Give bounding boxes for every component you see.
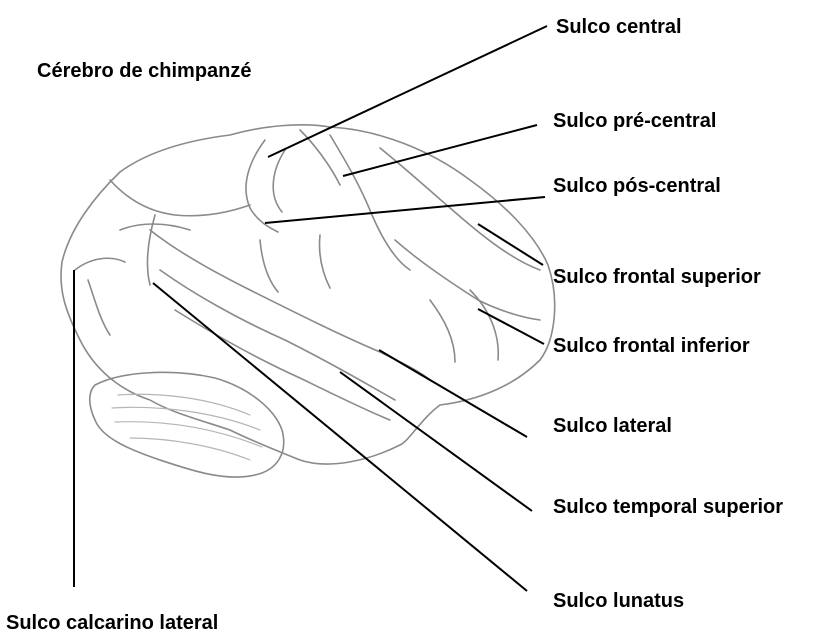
chimpanzee-brain-drawing <box>61 125 555 477</box>
leader-sulco-lateral <box>379 350 527 437</box>
label-sulco-lateral: Sulco lateral <box>553 415 672 437</box>
label-sulco-temporal-superior: Sulco temporal superior <box>553 496 783 518</box>
label-sulco-frontal-superior: Sulco frontal superior <box>553 266 761 288</box>
leader-sulco-pos-central <box>265 197 545 223</box>
label-sulco-central: Sulco central <box>556 16 682 38</box>
label-sulco-frontal-inferior: Sulco frontal inferior <box>553 335 750 357</box>
leader-sulco-lunatus <box>153 283 527 591</box>
label-sulco-calcarino-lateral: Sulco calcarino lateral <box>6 612 218 634</box>
leader-sulco-frontal-superior <box>478 224 543 265</box>
diagram-title: Cérebro de chimpanzé <box>37 60 252 82</box>
label-sulco-pre-central: Sulco pré-central <box>553 110 716 132</box>
label-sulco-pos-central: Sulco pós-central <box>553 175 721 197</box>
leader-sulco-central <box>268 26 547 157</box>
label-sulco-lunatus: Sulco lunatus <box>553 590 684 612</box>
leader-sulco-temporal-superior <box>340 372 532 511</box>
